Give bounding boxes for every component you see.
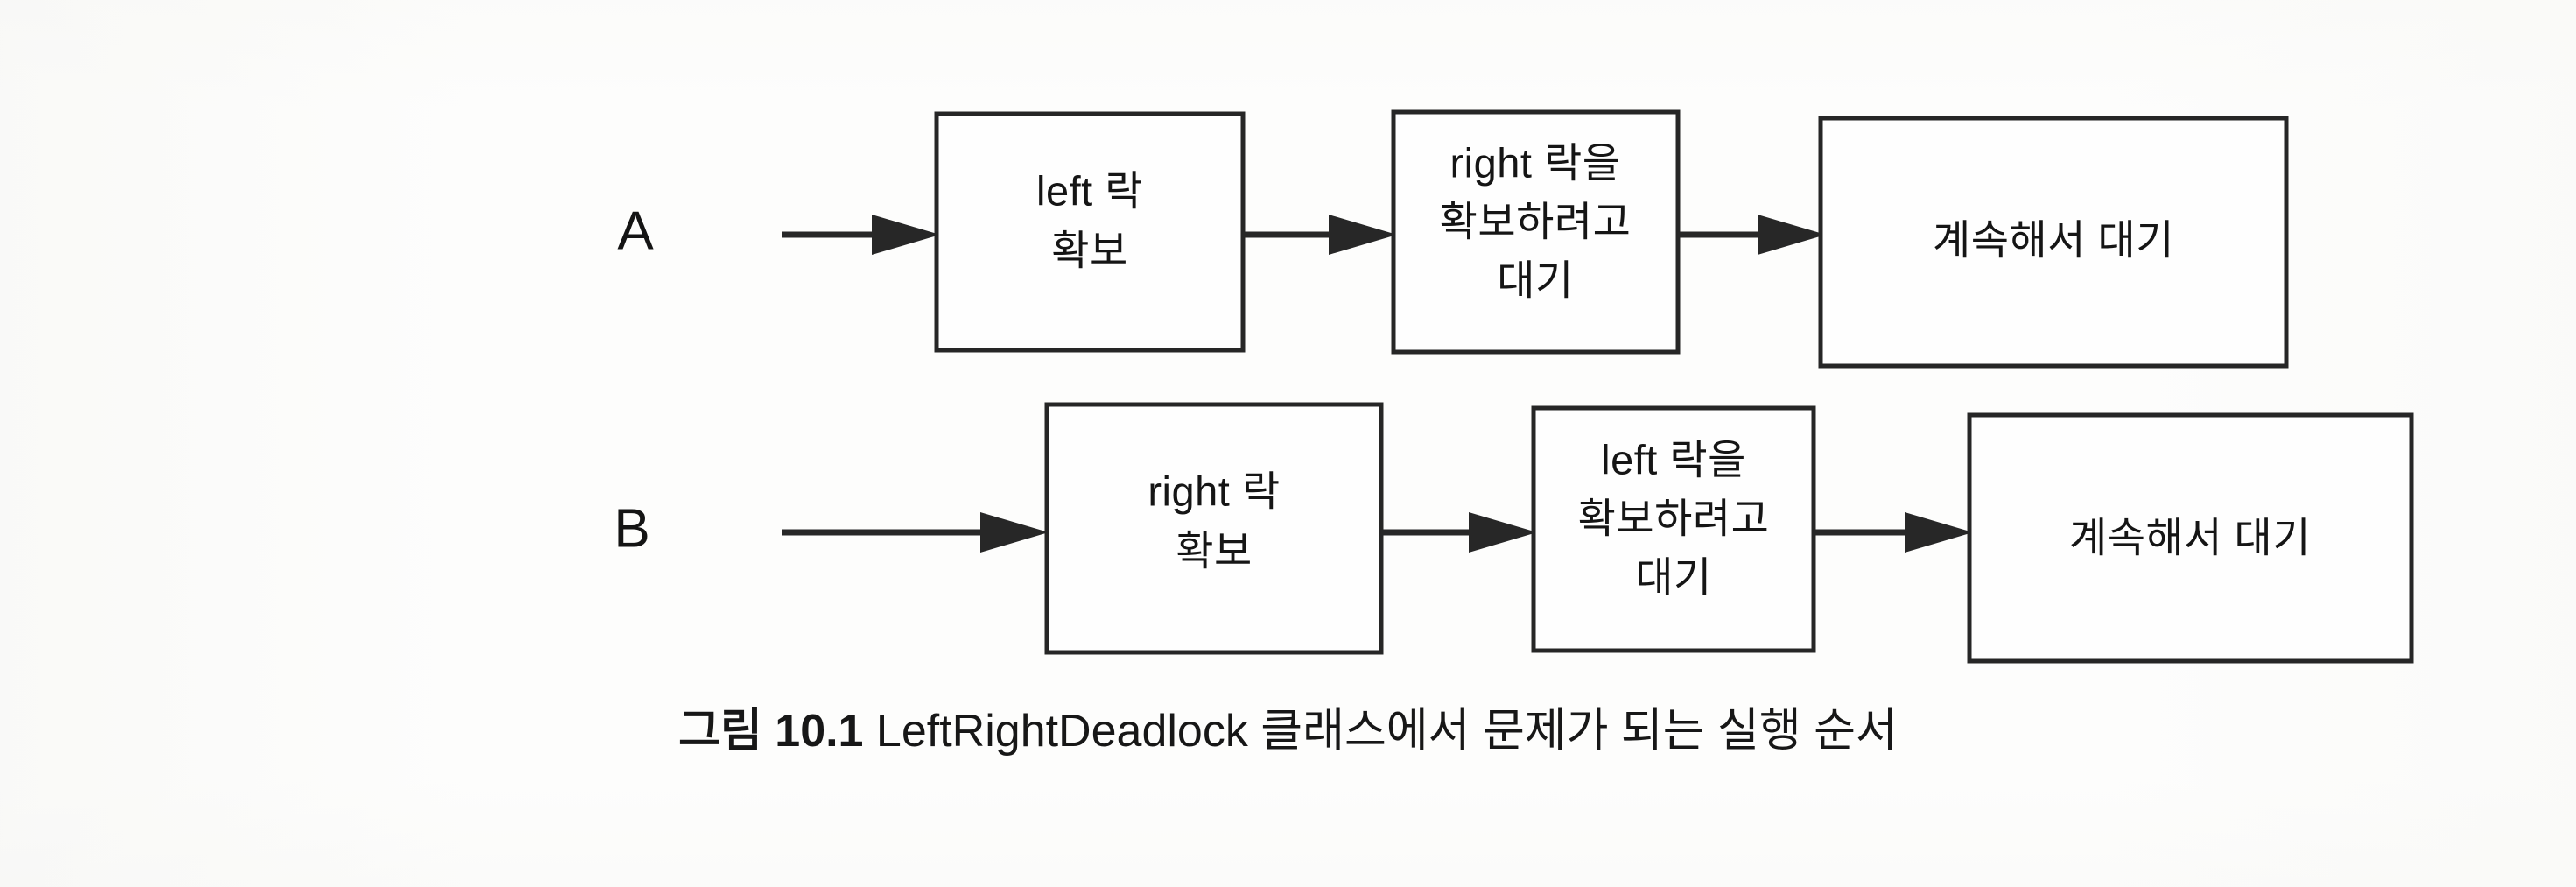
a-step-2-line-3: 대기	[1497, 257, 1573, 303]
a-step-1-line-1: left 락	[1036, 167, 1143, 214]
arrow-b-1-to-2	[1381, 512, 1537, 553]
arrow-a-1-to-2	[1243, 215, 1397, 255]
arrow-a-2-to-3	[1678, 215, 1826, 255]
figure-caption-text: LeftRightDeadlock 클래스에서 문제가 되는 실행 순서	[863, 706, 1898, 757]
b-step-1-line-2: 확보	[1176, 527, 1252, 574]
b-step-1-line-1: right 락	[1148, 468, 1280, 514]
figure-caption-number: 그림 10.1	[678, 706, 864, 757]
thread-b-label: B	[614, 498, 649, 559]
a-step-2-line-1: right 락을	[1450, 139, 1621, 186]
a-step-2-box[interactable]	[1391, 109, 1681, 355]
b-step-2-line-2: 확보하려고	[1578, 495, 1770, 541]
a-step-1-box[interactable]	[934, 111, 1246, 353]
b-step-2-line-1: left 락을	[1601, 436, 1746, 482]
b-step-3-box[interactable]	[1967, 412, 2414, 664]
a-step-3-box[interactable]	[1818, 116, 2289, 369]
b-step-2-line-3: 대기	[1635, 553, 1711, 600]
b-step-1-box[interactable]	[1044, 402, 1384, 655]
arrow-a-entry	[782, 215, 940, 255]
a-step-1-line-2: 확보	[1051, 227, 1127, 273]
thread-a-label: A	[617, 201, 654, 261]
arrow-b-2-to-3	[1814, 512, 1973, 553]
a-step-3-line-1: 계속해서 대기	[1933, 216, 2174, 263]
arrow-b-entry	[782, 512, 1049, 553]
a-step-2-line-2: 확보하려고	[1440, 198, 1632, 244]
figure-caption: 그림 10.1 LeftRightDeadlock 클래스에서 문제가 되는 실…	[0, 706, 2576, 758]
deadlock-flow-diagram: A left 락 확보 right 락을 확보하려고 대기 계속해서 대기	[614, 109, 2414, 664]
b-step-3-line-1: 계속해서 대기	[2069, 514, 2311, 560]
